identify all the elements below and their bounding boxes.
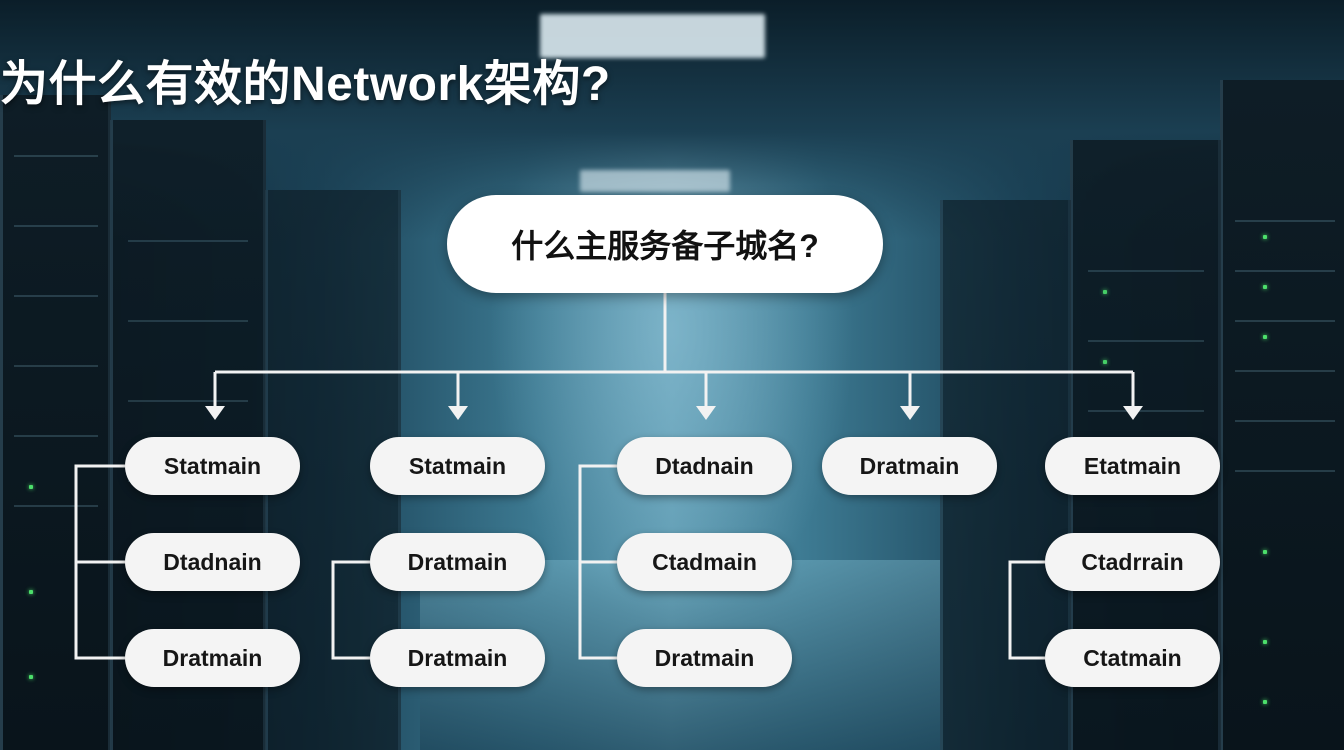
diagram-node: Dratmain (822, 437, 997, 495)
group-bracket (1008, 560, 1045, 660)
arrow-head-icon (448, 406, 468, 420)
diagram-node: Dratmain (125, 629, 300, 687)
page-title: 为什么有效的Network架构? (0, 58, 611, 111)
diagram-node: Statmain (370, 437, 545, 495)
server-rack-left (0, 95, 111, 750)
diagram-node: Dratmain (370, 533, 545, 591)
arrow-head-icon (1123, 406, 1143, 420)
group-bracket (331, 560, 370, 660)
diagram-node: Ctatmain (1045, 629, 1220, 687)
arrow-head-icon (205, 406, 225, 420)
diagram-node: Dratmain (370, 629, 545, 687)
root-node: 什么主服务备子城名? (447, 195, 883, 293)
arrow-head-icon (696, 406, 716, 420)
diagram-node: Dratmain (617, 629, 792, 687)
server-rack-right (1220, 80, 1344, 750)
diagram-node: Dtadnain (125, 533, 300, 591)
diagram-node: Dtadnain (617, 437, 792, 495)
diagram-node: Ctadmain (617, 533, 792, 591)
diagram-node: Etatmain (1045, 437, 1220, 495)
diagram-node: Ctadrrain (1045, 533, 1220, 591)
ceiling-light (540, 14, 765, 58)
arrow-head-icon (900, 406, 920, 420)
ceiling-light (580, 170, 730, 192)
diagram-node: Statmain (125, 437, 300, 495)
